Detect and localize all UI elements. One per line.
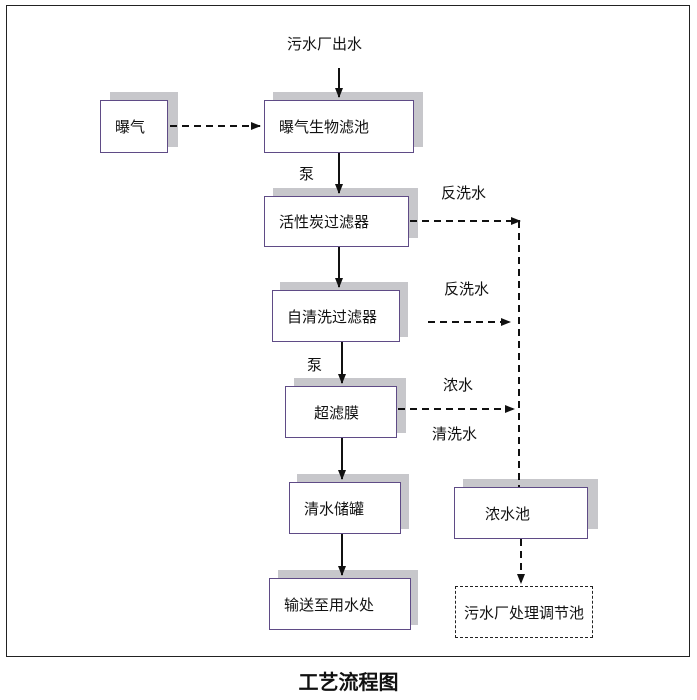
carbon-filter-label: 活性炭过滤器 — [279, 213, 370, 231]
concentrate-pool-box: 浓水池 — [454, 487, 588, 539]
regulating-pool-label: 污水厂处理调节池 — [463, 603, 584, 622]
biofilter-box: 曝气生物滤池 — [264, 100, 414, 153]
diagram-title: 工艺流程图 — [298, 670, 399, 694]
clean-tank-box: 清水储罐 — [289, 482, 401, 534]
self-clean-filter-label: 自清洗过滤器 — [287, 307, 378, 326]
regulating-pool-box: 污水厂处理调节池 — [455, 586, 593, 638]
pump-label-1: 泵 — [299, 165, 315, 183]
backwash-label-2: 反洗水 — [444, 280, 490, 298]
clean-tank-label: 清水储罐 — [304, 499, 365, 518]
backwash-label-1: 反洗水 — [441, 184, 487, 202]
self-clean-filter-box: 自清洗过滤器 — [272, 290, 400, 342]
aeration-box: 曝气 — [100, 100, 168, 153]
concentrate-label: 浓水 — [443, 376, 474, 394]
delivery-label: 输送至用水处 — [284, 595, 375, 614]
ultrafiltration-label: 超滤膜 — [314, 403, 360, 422]
pump-label-2: 泵 — [307, 356, 323, 374]
diagram-frame — [6, 5, 690, 657]
carbon-filter-box: 活性炭过滤器 — [264, 196, 409, 247]
ultrafiltration-box: 超滤膜 — [285, 386, 397, 438]
source-label: 污水厂出水 — [287, 35, 363, 53]
aeration-label: 曝气 — [115, 118, 146, 136]
wash-water-label: 清洗水 — [432, 425, 478, 443]
concentrate-pool-label: 浓水池 — [485, 504, 531, 523]
delivery-box: 输送至用水处 — [269, 578, 411, 630]
biofilter-label: 曝气生物滤池 — [279, 118, 370, 136]
